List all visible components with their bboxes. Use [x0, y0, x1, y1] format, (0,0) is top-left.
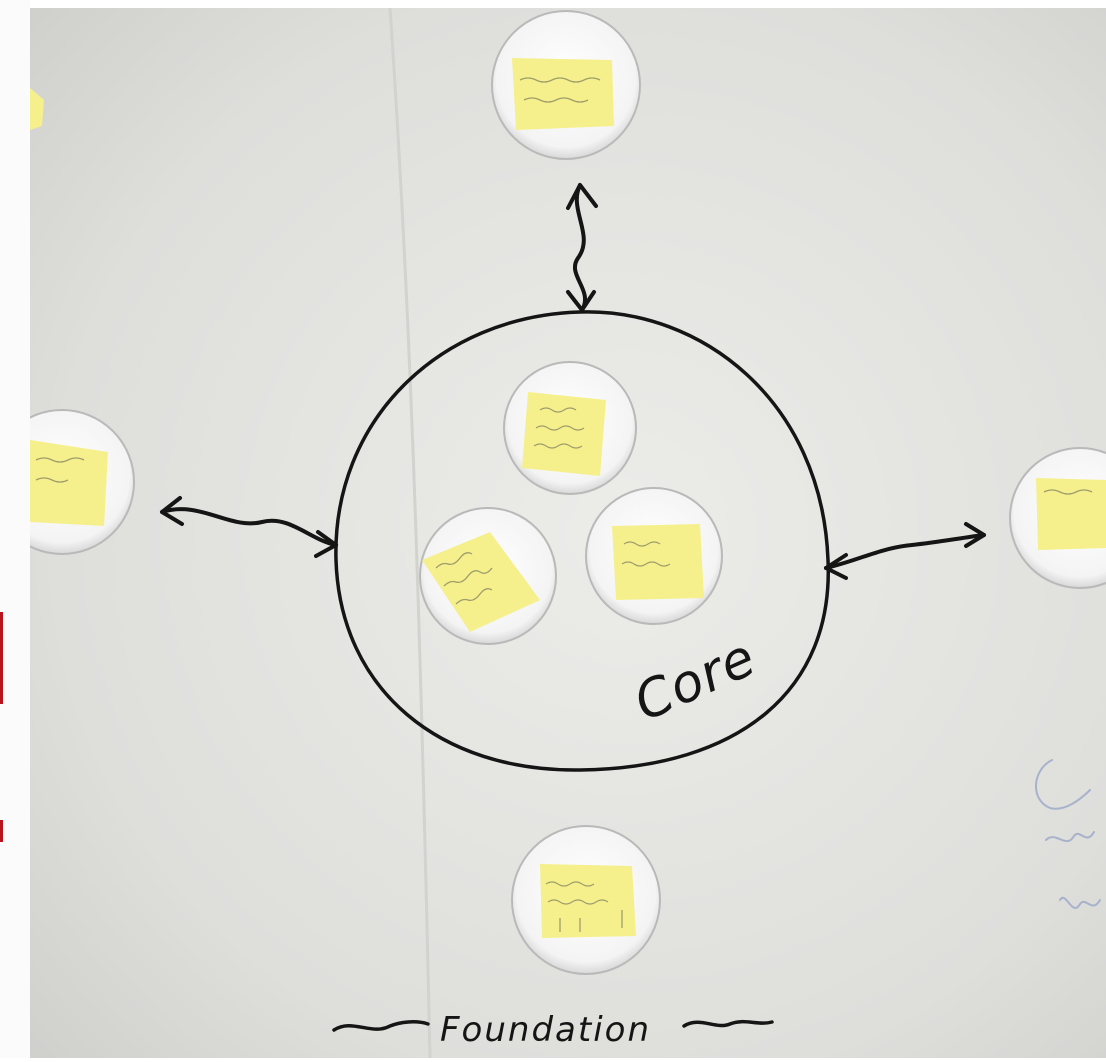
sticky-note-inner-top: [522, 392, 606, 476]
arrowhead-right-in: [824, 553, 848, 580]
note-scribble-bottom-3: [559, 910, 623, 932]
note-scribble-left-2: [35, 477, 69, 483]
foundation-label: Foundation: [440, 1010, 652, 1050]
foundation-tilde-left: [332, 1020, 430, 1032]
sticky-note-top: [512, 58, 614, 130]
red-edge-strip-lower: [0, 820, 3, 842]
note-scribble-left-1: [35, 457, 85, 463]
arrowhead-top-down: [566, 290, 596, 312]
paper-seam: [388, 7, 432, 1059]
note-scribble-inner-right-1: [623, 541, 661, 547]
note-scribble-inner-top-3: [533, 443, 583, 449]
note-scribble-inner-top-2: [535, 425, 585, 431]
sticky-note-left: [30, 440, 108, 526]
arrow-top: [573, 183, 587, 312]
marker-scribble-3: [1059, 896, 1101, 909]
note-scribble-right-1: [1043, 489, 1093, 495]
note-scribble-inner-left-1: [435, 552, 473, 569]
foundation-tilde-right: [682, 1019, 774, 1028]
note-scribble-top-1: [519, 77, 601, 83]
arrowhead-left-out: [160, 496, 184, 526]
note-scribble-inner-left-2: [443, 567, 493, 587]
note-scribble-inner-top-1: [539, 407, 577, 413]
core-circle: [334, 310, 830, 772]
arrow-left: [160, 507, 338, 547]
marker-scribble-2: [1045, 831, 1095, 843]
note-scribble-bottom-2: [547, 899, 609, 905]
note-scribble-inner-right-2: [621, 561, 671, 567]
sticky-note-edge: [30, 88, 44, 130]
sticky-note-bottom: [540, 864, 636, 938]
arrowhead-right-out: [964, 522, 986, 548]
arrow-right: [824, 533, 986, 570]
note-scribble-top-2: [523, 97, 589, 103]
note-scribble-bottom-1: [545, 881, 595, 887]
arrowhead-top-up: [566, 183, 598, 210]
sticky-note-inner-left: [422, 532, 540, 632]
red-edge-strip: [0, 612, 3, 704]
sticky-note-right: [1036, 478, 1106, 550]
marker-scribble-1: [1035, 759, 1091, 810]
photo-left-margin: [0, 0, 30, 1058]
note-scribble-inner-left-3: [455, 588, 493, 605]
